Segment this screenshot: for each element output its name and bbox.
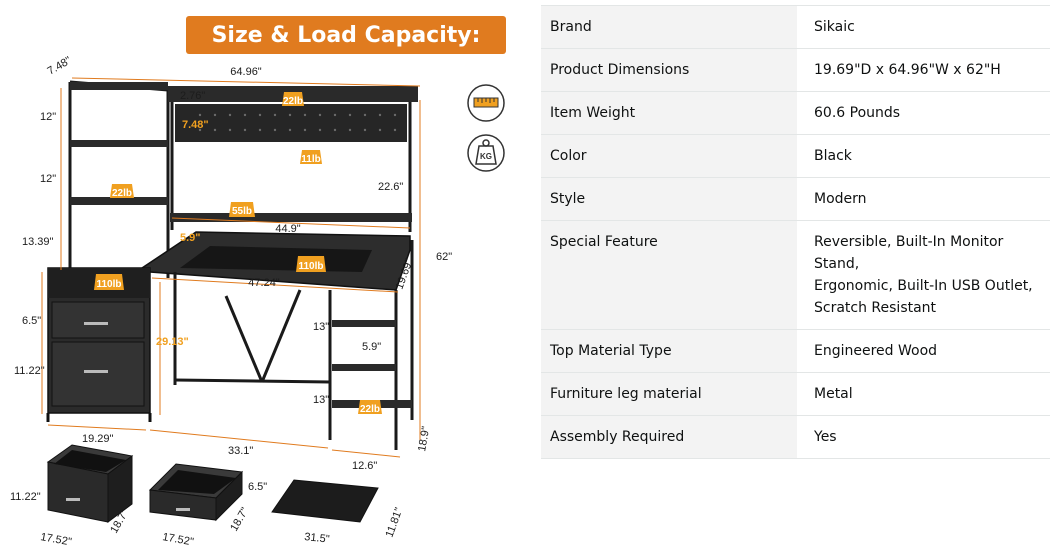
spec-key: Color (541, 134, 797, 178)
svg-text:55lb: 55lb (232, 206, 252, 217)
dim-desktop-width: 47.24" (248, 277, 280, 289)
dim-lower-shelf-gap: 5.9" (180, 232, 201, 244)
svg-text:110lb: 110lb (298, 261, 323, 272)
spec-value: Sikaic (797, 5, 1050, 49)
spec-key: Brand (541, 5, 797, 49)
spec-value: Yes (797, 415, 1050, 459)
load-pegboard: 11lb (300, 150, 322, 165)
dim-drawer1-width: 17.52" (39, 531, 72, 548)
load-monitor-shelf: 22lb (282, 92, 304, 107)
spec-key: Assembly Required (541, 415, 797, 459)
left-bookshelf (68, 80, 170, 278)
dim-drawer1-height: 11.22" (10, 491, 41, 503)
dim-shelf-13-39: 13.39" (22, 236, 54, 248)
spec-value: Metal (797, 372, 1050, 416)
spec-key: Item Weight (541, 91, 797, 135)
spec-value: Black (797, 134, 1050, 178)
lower-shelf (170, 213, 412, 222)
dim-drawer2-depth: 18.7" (228, 505, 251, 533)
spec-key: Style (541, 177, 797, 221)
svg-text:22lb: 22lb (112, 188, 132, 199)
spec-value: Modern (797, 177, 1050, 221)
drawer-small (148, 463, 244, 522)
spec-value: 19.69"D x 64.96"W x 62"H (797, 48, 1050, 92)
load-cabinet: 110lb (94, 274, 124, 290)
spec-key: Product Dimensions (541, 48, 797, 92)
pegboard (175, 104, 407, 142)
dim-mat-depth: 11.81" (384, 506, 406, 539)
dim-right-shelf-13-b: 13" (313, 394, 329, 406)
desk-mat (180, 246, 372, 272)
kg-label: KG (480, 152, 492, 161)
dim-width-overall: 64.96" (230, 66, 262, 78)
spec-value: Engineered Wood (797, 329, 1050, 373)
title-text: Size & Load Capacity: (212, 23, 481, 48)
title-banner (186, 16, 506, 54)
dim-drawer-bottom-height: 11.22" (14, 365, 45, 377)
svg-text:22lb: 22lb (283, 96, 303, 107)
weight-kg-icon: KG (467, 134, 505, 172)
product-dimension-image: Size & Load Capacity: KG (10, 16, 506, 548)
dim-desk-height: 29.13" (156, 336, 189, 348)
ruler-icon (467, 84, 505, 122)
dim-knee-width: 33.1" (228, 445, 253, 457)
dim-pegboard-height: 7.48" (182, 119, 209, 131)
dim-hutch-height: 22.6" (378, 181, 403, 193)
spec-value: 60.6 Pounds (797, 91, 1050, 135)
spec-key: Top Material Type (541, 329, 797, 373)
spec-value: Reversible, Built-In Monitor Stand, Ergo… (797, 220, 1050, 330)
dim-right-shelf-5-9: 5.9" (362, 341, 381, 353)
dim-mat-width: 31.5" (304, 531, 331, 546)
dim-overall-height: 62" (436, 251, 452, 263)
dim-right-shelf-depth: 18.9" (416, 425, 432, 452)
desk-mat-item (271, 479, 379, 523)
dim-drawer2-width: 17.52" (161, 531, 194, 548)
dim-right-shelf-width: 12.6" (352, 460, 377, 472)
dim-drawer-top-height: 6.5" (22, 315, 41, 327)
dim-depth-top: 7.48" (46, 55, 74, 78)
spec-key: Special Feature (541, 220, 797, 330)
drawer-large (46, 444, 134, 523)
dim-monitor-shelf-height: 2.76" (180, 90, 205, 102)
load-desktop: 110lb (296, 256, 326, 272)
dim-cabinet-width: 19.29" (82, 433, 114, 445)
load-lower-shelf: 55lb (229, 202, 255, 217)
dim-right-shelf-13-a: 13" (313, 321, 329, 333)
dim-lower-shelf-width: 44.9" (275, 223, 300, 235)
dim-drawer2-height: 6.5" (248, 481, 267, 493)
load-side-shelf: 22lb (110, 184, 134, 199)
load-right-shelf: 22lb (358, 400, 382, 415)
svg-text:11lb: 11lb (301, 154, 320, 165)
dim-shelf-12-b: 12" (40, 173, 56, 185)
svg-text:22lb: 22lb (360, 404, 380, 415)
spec-key: Furniture leg material (541, 372, 797, 416)
dim-shelf-12-a: 12" (40, 111, 56, 123)
svg-text:110lb: 110lb (96, 279, 121, 290)
